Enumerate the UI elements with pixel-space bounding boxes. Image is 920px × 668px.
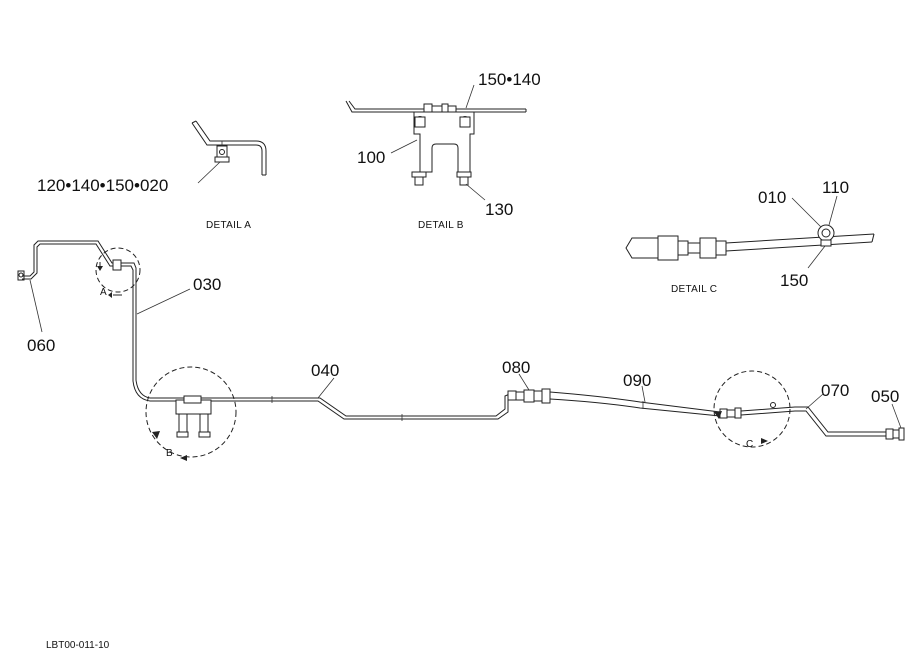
detail-circle-c-letter: C xyxy=(746,439,753,450)
detail-b-locator-bracket xyxy=(175,395,212,438)
detail-a-leader xyxy=(197,161,221,184)
detail-circle-b-letter: B xyxy=(166,448,173,459)
label-090: 090 xyxy=(623,371,651,390)
drawing-number: LBT00-011-10 xyxy=(46,640,110,651)
detail-a-locator-clamp xyxy=(112,259,122,271)
detail-b-leader-bottom xyxy=(465,183,486,201)
leader-080 xyxy=(518,373,530,391)
detail-b-leader-top xyxy=(465,84,475,109)
detail-c-leader-150 xyxy=(807,245,826,269)
part-callouts: 030 060 040 080 090 070 050 xyxy=(27,275,902,429)
detail-a-caption: DETAIL A xyxy=(206,220,251,231)
leader-060 xyxy=(29,279,43,333)
leader-090 xyxy=(641,385,646,403)
main-pipe-assembly xyxy=(17,240,905,441)
label-050: 050 xyxy=(871,387,899,406)
detail-c-callout-010: 010 xyxy=(758,188,786,207)
detail-b: 150•140 100 130 DETAIL B xyxy=(345,70,541,231)
label-030: 030 xyxy=(193,275,221,294)
detail-b-leader-left xyxy=(390,139,418,154)
detail-c-callout-150: 150 xyxy=(780,271,808,290)
detail-circle-c: C xyxy=(713,370,791,450)
detail-c-leader-110 xyxy=(828,195,838,226)
leader-040 xyxy=(317,377,335,399)
detail-circle-a: A xyxy=(95,247,141,298)
fitting-080 xyxy=(507,388,551,404)
detail-c-leader-010 xyxy=(791,197,822,228)
detail-c-hose xyxy=(625,233,875,261)
detail-a-clamp xyxy=(214,141,230,163)
detail-c-callout-110: 110 xyxy=(822,178,849,197)
leader-070 xyxy=(805,393,824,410)
fitting-050 xyxy=(885,427,905,441)
detail-b-callout-left: 100 xyxy=(357,148,385,167)
detail-b-callout-top: 150•140 xyxy=(478,70,541,89)
detail-a-callout: 120•140•150•020 xyxy=(37,176,168,195)
detail-c-caption: DETAIL C xyxy=(671,284,717,295)
detail-b-caption: DETAIL B xyxy=(418,220,464,231)
detail-b-bracket xyxy=(411,111,475,186)
detail-a-pipe xyxy=(191,120,267,176)
detail-circle-b: B xyxy=(145,366,237,461)
detail-b-callout-bottom: 130 xyxy=(485,200,513,219)
detail-c-clamp xyxy=(817,224,835,247)
detail-a: 120•140•150•020 DETAIL A xyxy=(37,120,267,231)
detail-circle-a-letter: A xyxy=(100,287,107,298)
label-060: 060 xyxy=(27,336,55,355)
leader-050 xyxy=(891,403,902,429)
detail-c: 010 110 150 DETAIL C xyxy=(625,178,875,295)
leader-030 xyxy=(136,288,191,315)
label-040: 040 xyxy=(311,361,339,380)
label-080: 080 xyxy=(502,358,530,377)
label-070: 070 xyxy=(821,381,849,400)
